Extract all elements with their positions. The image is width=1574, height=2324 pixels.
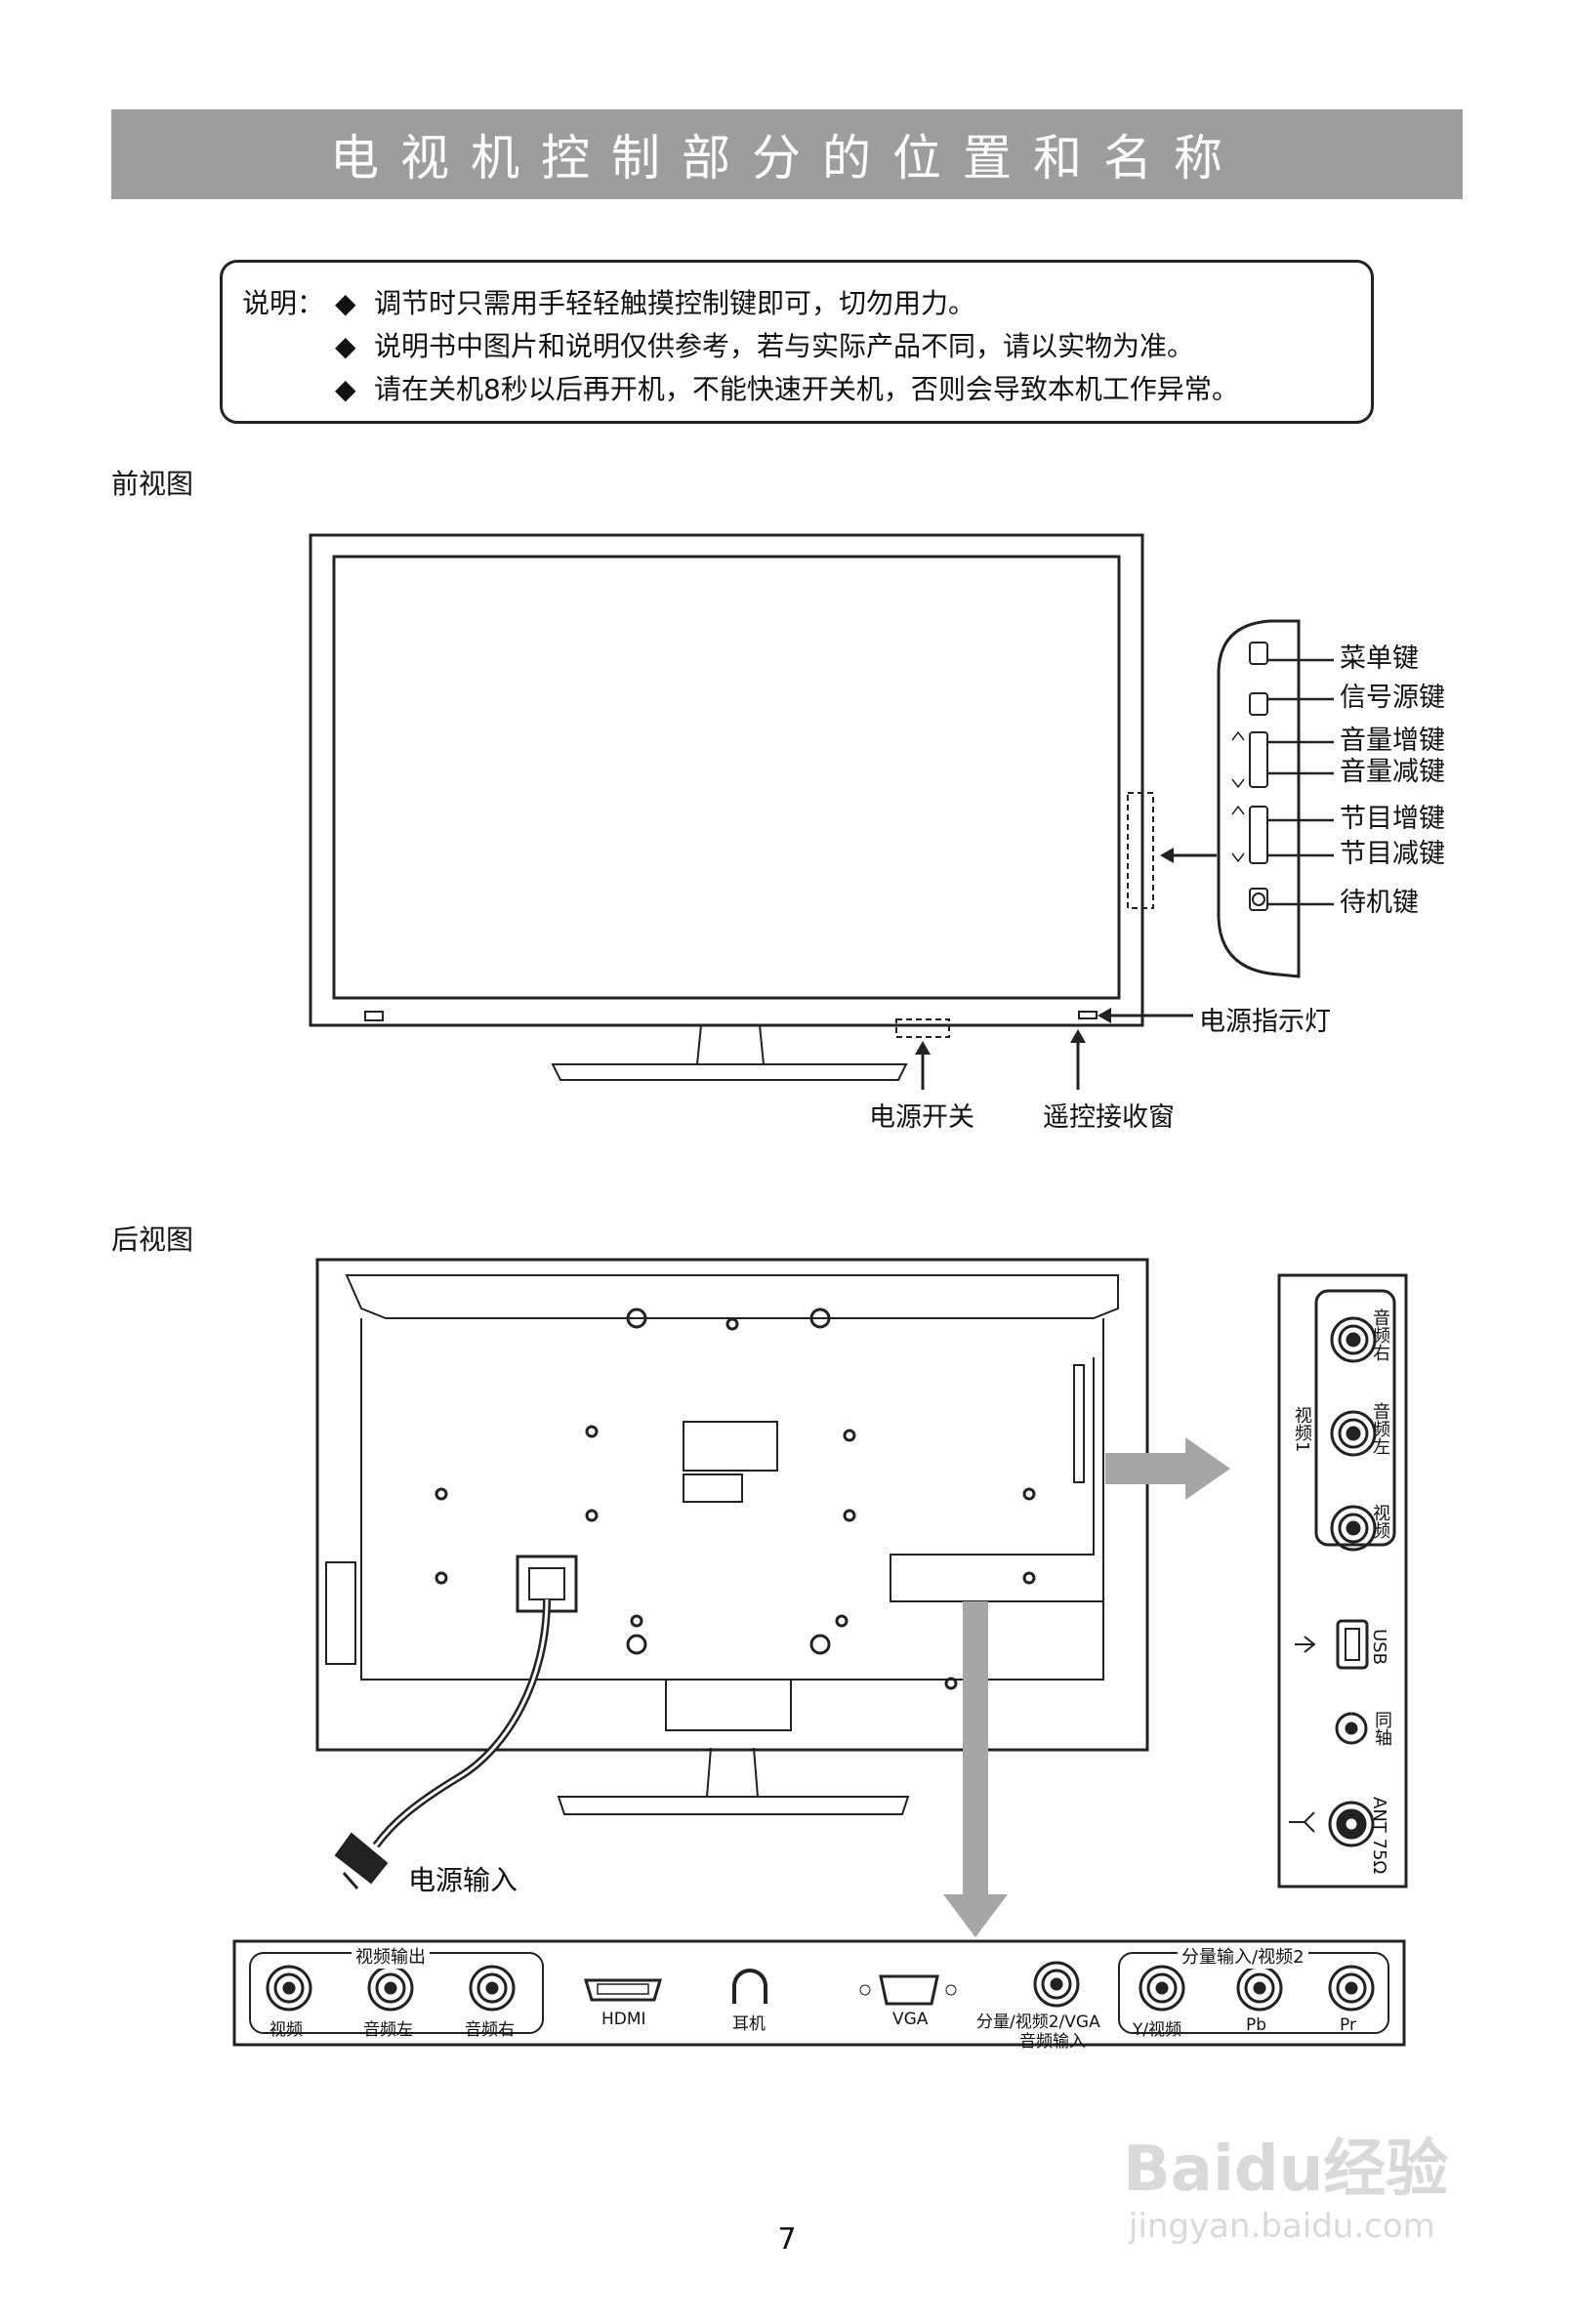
- earphone-label: 耳机: [732, 2014, 766, 2034]
- coaxial-label: 同轴: [1372, 1711, 1392, 1746]
- remote-window-label: 遥控接收窗: [1043, 1102, 1175, 1133]
- notes-box: 说明： ◆ 调节时只需用手轻轻触摸控制键即可，切勿用力。 ◆ 说明书中图片和说明仅供…: [220, 260, 1374, 424]
- notes-label: 说明：: [242, 287, 325, 319]
- video1-group-label: 视频1: [1292, 1406, 1312, 1453]
- video-out-group-label: 视频输出: [352, 1943, 430, 1969]
- side-panel-closeup: [1217, 619, 1301, 978]
- vga-label: VGA: [892, 2010, 929, 2029]
- note-item: ◆ 说明书中图片和说明仅供参考，若与实际产品不同，请以实物为准。: [335, 325, 1194, 368]
- gray-arrows: [943, 1437, 1230, 1937]
- hdmi-label: HDMI: [601, 2010, 646, 2029]
- page-title: 电视机控制部分的位置和名称: [330, 130, 1244, 187]
- note-text: 请在关机8秒以后再开机，不能快速开关机，否则会导致本机工作异常。: [374, 373, 1239, 405]
- audio-in-label-2: 音频输入: [1019, 2032, 1086, 2052]
- pr-label: Pr: [1340, 2015, 1356, 2035]
- bullet-icon: ◆: [335, 373, 356, 405]
- bottom-audio-right-label: 音频右: [465, 2020, 515, 2040]
- bottom-audio-left-label: 音频左: [363, 2020, 413, 2040]
- power-input-label: 电源输入: [408, 1864, 518, 1896]
- channel-up-label: 节目增键: [1340, 804, 1445, 834]
- rear-bottom-panel: [232, 1939, 1406, 2047]
- power-indicator-label: 电源指示灯: [1199, 1007, 1331, 1037]
- pb-label: Pb: [1246, 2015, 1267, 2035]
- audio-in-label-1: 分量/视频2/VGA: [976, 2013, 1100, 2032]
- arrow-side-panel: [1160, 848, 1217, 863]
- watermark-brand: Baidu经验: [1123, 2134, 1449, 2206]
- component-group-label: 分量输入/视频2: [1178, 1943, 1308, 1969]
- rear-video-label: 视频: [1370, 1504, 1390, 1539]
- power-switch-label: 电源开关: [869, 1102, 974, 1133]
- arrow-power-switch: [915, 1041, 931, 1090]
- arrow-power-indicator: [1098, 1008, 1193, 1023]
- note-item: ◆ 请在关机8秒以后再开机，不能快速开关机，否则会导致本机工作异常。: [335, 368, 1239, 411]
- page-number: 7: [777, 2222, 797, 2257]
- volume-down-label: 音量减键: [1340, 757, 1445, 787]
- tv-rear: [315, 1258, 1149, 1815]
- note-text: 调节时只需用手轻轻触摸控制键即可，切勿用力。: [374, 287, 976, 319]
- page-title-bar: 电视机控制部分的位置和名称: [111, 109, 1463, 199]
- usb-label: USB: [1369, 1629, 1389, 1665]
- volume-up-label: 音量增键: [1340, 726, 1445, 756]
- bullet-icon: ◆: [335, 330, 356, 362]
- watermark: Baidu经验 jingyan.baidu.com: [1123, 2070, 1494, 2265]
- bottom-video-label: 视频: [269, 2020, 303, 2040]
- rear-audio-left-label: 音频左: [1370, 1402, 1390, 1455]
- rear-side-panel: [1277, 1273, 1408, 1888]
- rear-audio-right-label: 音频右: [1370, 1308, 1390, 1361]
- y-video-label: Y/视频: [1133, 2020, 1182, 2040]
- menu-button-label: 菜单键: [1340, 643, 1419, 674]
- source-button-label: 信号源键: [1340, 683, 1445, 713]
- power-cord: [334, 1598, 551, 1889]
- arrow-remote-window: [1070, 1029, 1086, 1090]
- tv-front: [309, 533, 1154, 1081]
- front-view-label: 前视图: [111, 468, 194, 500]
- watermark-url: jingyan.baidu.com: [1129, 2207, 1435, 2246]
- side-button-leaders: [1267, 658, 1334, 906]
- note-item: ◆ 调节时只需用手轻轻触摸控制键即可，切勿用力。: [335, 282, 975, 325]
- note-text: 说明书中图片和说明仅供参考，若与实际产品不同，请以实物为准。: [374, 330, 1195, 362]
- bullet-icon: ◆: [335, 287, 356, 319]
- ant-label: ANT 75Ω: [1369, 1797, 1389, 1875]
- channel-down-label: 节目减键: [1340, 839, 1445, 869]
- standby-button-label: 待机键: [1340, 888, 1419, 918]
- rear-view-label: 后视图: [111, 1224, 194, 1256]
